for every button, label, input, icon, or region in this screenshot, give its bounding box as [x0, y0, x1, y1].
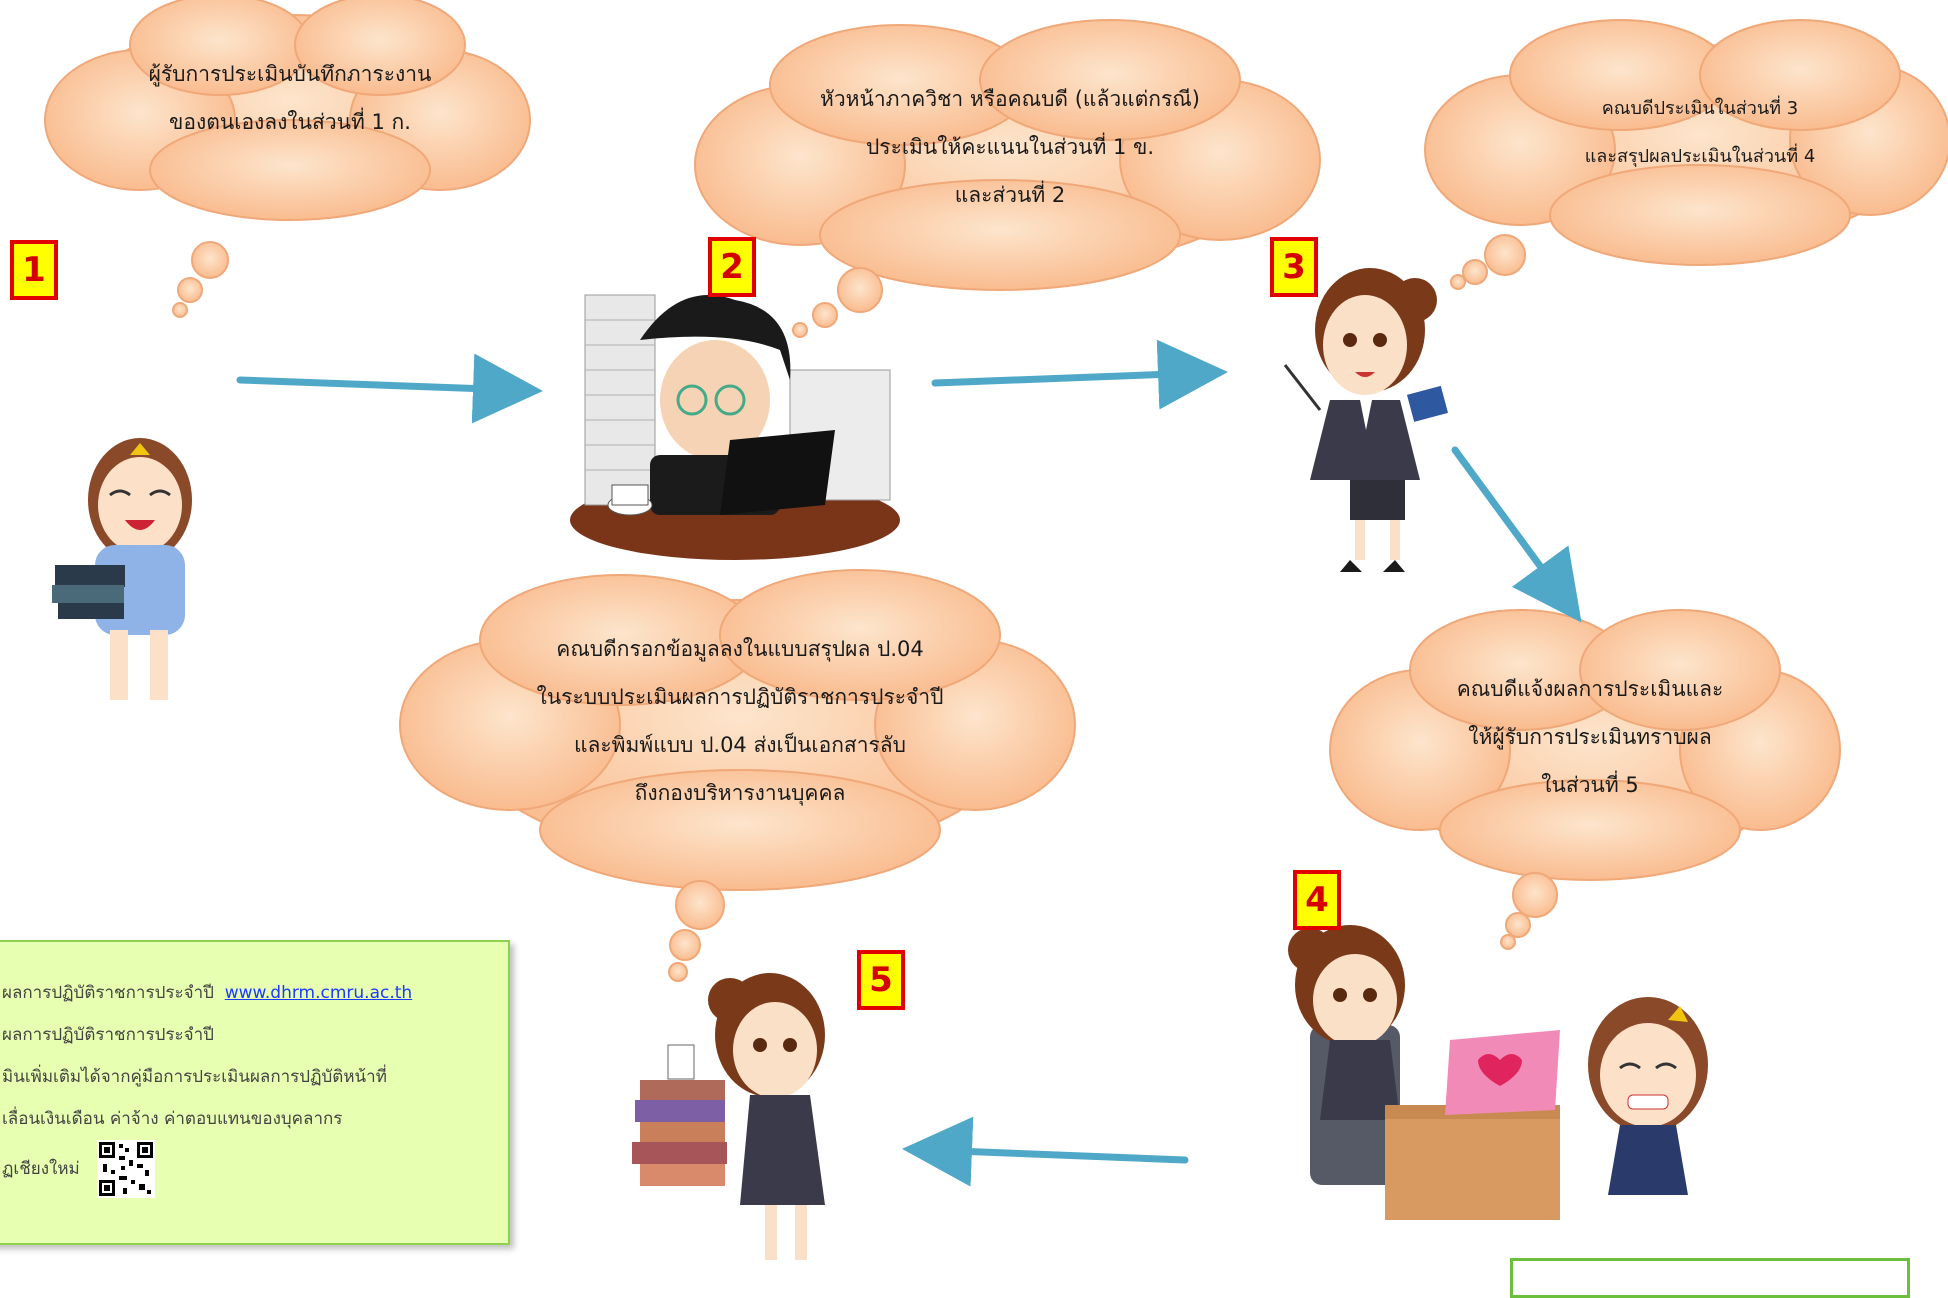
note-line-1-text: ผลการปฏิบัติราชการประจำปี — [2, 983, 214, 1003]
cloud-bubble-4 — [1329, 609, 1841, 950]
qr-code-icon — [97, 1140, 156, 1198]
step-3-text: คณบดีประเมินในส่วนที่ 3 และสรุปผลประเมิน… — [1540, 85, 1860, 181]
step-badge-5: 5 — [857, 950, 905, 1010]
note-line-5: ฏเชียงใหม่ — [2, 1140, 508, 1198]
website-link[interactable]: www.dhrm.cmru.ac.th — [224, 983, 413, 1003]
note-line-1: ผลการปฏิบัติราชการประจำปี www.dhrm.cmru.… — [2, 972, 508, 1014]
woman-at-laptop-icon — [1288, 925, 1560, 1220]
step-2-line-1: หัวหน้าภาควิชา หรือคณบดี (แล้วแต่กรณี) — [820, 87, 1200, 111]
step-5-line-3: และพิมพ์แบบ ป.04 ส่งเป็นเอกสารลับ — [573, 733, 906, 757]
bottom-right-partial-box — [1510, 1258, 1910, 1298]
note-line-4: เลื่อนเงินเดือน ค่าจ้าง ค่าตอบแทนของบุคล… — [2, 1109, 343, 1129]
step-badge-3: 3 — [1270, 237, 1318, 297]
girl-smiling-icon — [1588, 997, 1708, 1195]
step-5-line-2: ในระบบประเมินผลการปฏิบัติราชการประจำปี — [536, 685, 944, 709]
step-4-text: คณบดีแจ้งผลการประเมินและ ให้ผู้รับการประ… — [1420, 665, 1760, 809]
step-4-line-3: ในส่วนที่ 5 — [1541, 773, 1639, 797]
note-line-5-text: ฏเชียงใหม่ — [2, 1159, 80, 1179]
info-note-box: ผลการปฏิบัติราชการประจำปี www.dhrm.cmru.… — [0, 940, 510, 1245]
step-badge-2: 2 — [708, 237, 756, 297]
man-at-laptop-icon — [570, 294, 900, 560]
step-1-text: ผู้รับการประเมินบันทึกภาระงาน ของตนเองลง… — [110, 50, 470, 146]
arrow-3-to-4 — [1451, 446, 1582, 623]
step-1-line-2: ของตนเองลงในส่วนที่ 1 ก. — [169, 110, 411, 134]
flow-arrows — [236, 339, 1582, 1187]
cloud-bubble-3 — [1424, 19, 1948, 290]
step-2-line-3: และส่วนที่ 2 — [954, 183, 1066, 207]
step-badge-4: 4 — [1293, 870, 1341, 930]
step-4-line-1: คณบดีแจ้งผลการประเมินและ — [1456, 677, 1724, 701]
step-2-line-2: ประเมินให้คะแนนในส่วนที่ 1 ข. — [865, 135, 1155, 159]
cloud-bubble-1 — [44, 0, 531, 318]
arrow-2-to-3 — [931, 339, 1228, 410]
person-carrying-books-icon — [52, 438, 192, 700]
step-4-line-2: ให้ผู้รับการประเมินทราบผล — [1468, 725, 1712, 749]
cloud-bubble-2 — [694, 19, 1321, 338]
step-3-line-1: คณบดีประเมินในส่วนที่ 3 — [1601, 98, 1799, 119]
step-2-text: หัวหน้าภาควิชา หรือคณบดี (แล้วแต่กรณี) ป… — [780, 75, 1240, 219]
step-5-line-4: ถึงกองบริหารงานบุคคล — [634, 781, 846, 805]
note-line-3: มินเพิ่มเติมได้จากคู่มือการประเมินผลการป… — [2, 1067, 387, 1087]
woman-presenting-icon — [1283, 268, 1449, 572]
step-1-line-1: ผู้รับการประเมินบันทึกภาระงาน — [148, 62, 432, 86]
arrow-4-to-5 — [902, 1116, 1189, 1187]
cloud-bubble-5 — [399, 569, 1076, 982]
step-5-line-1: คณบดีกรอกข้อมูลลงในแบบสรุปผล ป.04 — [556, 637, 924, 661]
woman-carrying-books-icon — [632, 973, 825, 1260]
step-5-text: คณบดีกรอกข้อมูลลงในแบบสรุปผล ป.04 ในระบบ… — [510, 625, 970, 817]
step-badge-1: 1 — [10, 240, 58, 300]
note-line-2: ผลการปฏิบัติราชการประจำปี — [2, 1025, 214, 1045]
step-3-line-2: และสรุปผลประเมินในส่วนที่ 4 — [1584, 146, 1816, 167]
arrow-1-to-2 — [236, 353, 543, 424]
